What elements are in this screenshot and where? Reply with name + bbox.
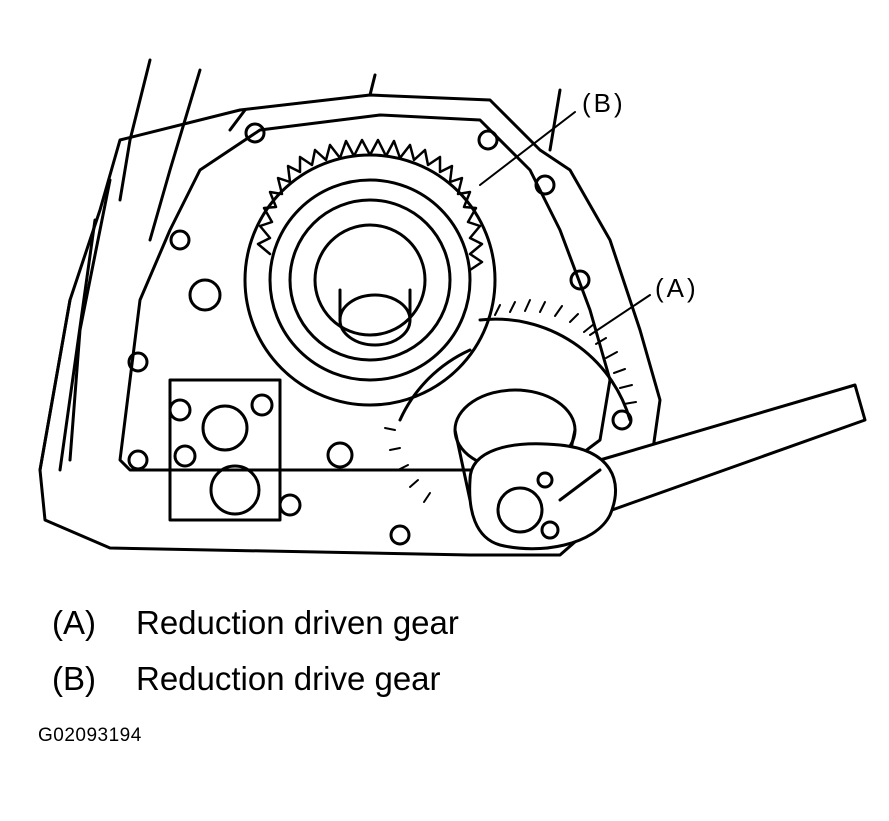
- case-left-rib: [38, 298, 72, 472]
- legend-key-a: (A): [52, 604, 96, 641]
- reduction-drive-gear: [243, 138, 497, 407]
- legend-text-b: Reduction drive gear: [136, 660, 441, 697]
- bolt-hole: [389, 524, 411, 546]
- legend-item-a: (A) Reduction driven gear: [52, 604, 459, 642]
- bolt-hole: [127, 351, 149, 373]
- leader-line-a: [589, 294, 651, 336]
- callout-a-label: (A): [655, 273, 699, 303]
- transmission-gear-illustration: (B) (A): [38, 58, 867, 557]
- leader-line-b: [479, 111, 576, 186]
- bolt-hole: [169, 229, 191, 251]
- legend-key-b: (B): [52, 660, 96, 697]
- valve-body-components: [168, 278, 354, 522]
- bolt-hole: [244, 122, 266, 144]
- bolt-hole: [534, 174, 556, 196]
- bolt-hole: [569, 269, 591, 291]
- case-inner-outline: [118, 113, 612, 472]
- transmission-case-outline: [38, 93, 662, 557]
- figure-code: G02093194: [38, 725, 142, 746]
- legend-item-b: (B) Reduction drive gear: [52, 660, 441, 698]
- torque-wrench: [468, 383, 867, 551]
- callout-b-label: (B): [582, 88, 626, 118]
- legend-text-a: Reduction driven gear: [136, 604, 459, 641]
- bolt-hole: [127, 449, 149, 471]
- bolt-hole: [477, 129, 499, 151]
